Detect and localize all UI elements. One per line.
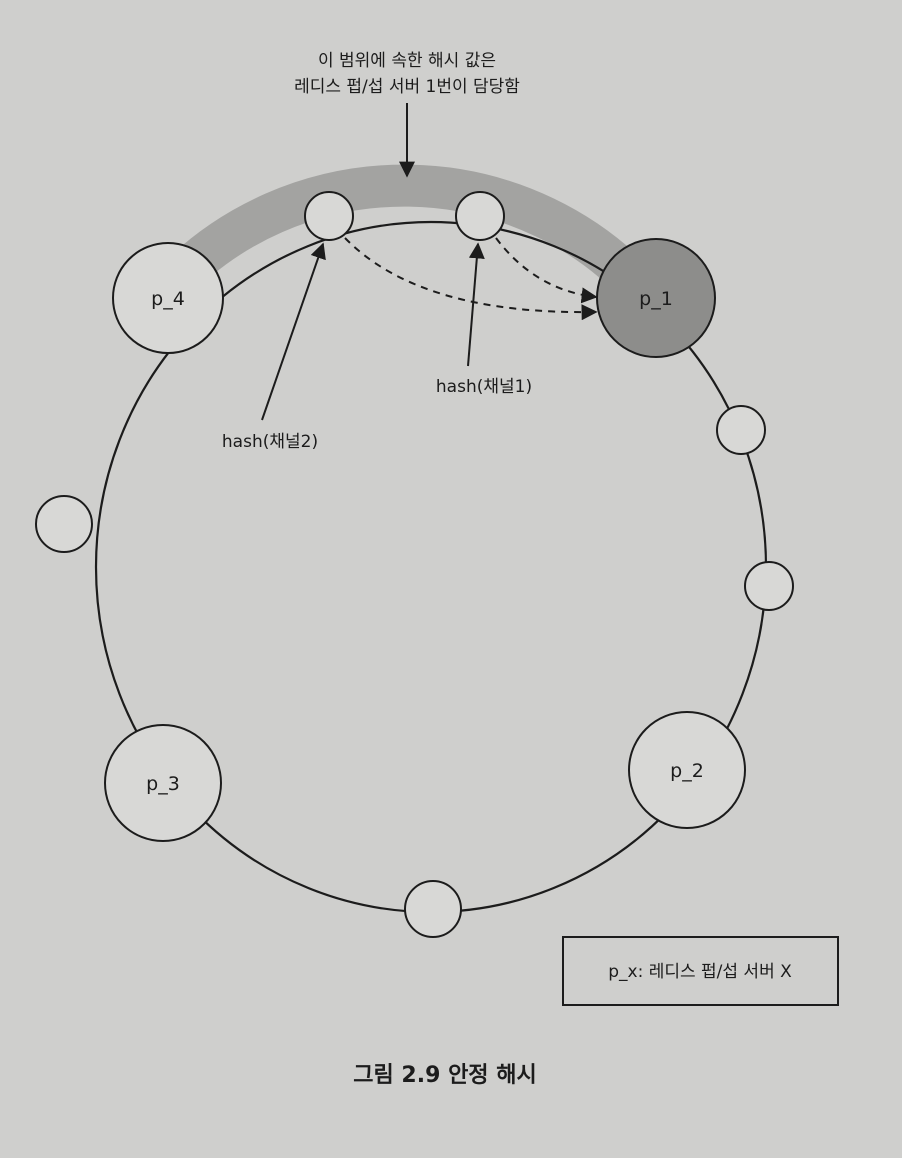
hash-point-right-lower (744, 561, 794, 611)
hash-point-bottom (404, 880, 462, 938)
mapping-arrow-channel1 (495, 237, 598, 304)
hash-range-band (155, 164, 661, 307)
server-node-p4: p_4 (112, 242, 224, 354)
hash-label-channel1: hash(채널1) (436, 377, 532, 397)
hash-pointer-channel2 (261, 242, 326, 421)
server-label-p4: p_4 (151, 288, 185, 310)
server-label-p1: p_1 (639, 288, 673, 310)
mapping-arrow-channel2 (344, 237, 598, 321)
server-label-p3: p_3 (146, 773, 180, 795)
range-callout-line1: 이 범위에 속한 해시 값은 (318, 51, 496, 71)
figure-caption: 그림 2.9 안정 해시 (353, 1063, 536, 1088)
server-node-p1: p_1 (596, 238, 716, 358)
legend: p_x: 레디스 펍/섭 서버 X (562, 936, 839, 1006)
server-node-p2: p_2 (628, 711, 746, 829)
hash-point-left (35, 495, 93, 553)
server-label-p2: p_2 (670, 760, 704, 782)
hash-point-top-left (304, 191, 354, 241)
hash-label-channel2: hash(채널2) (222, 432, 318, 452)
hash-point-top-right (455, 191, 505, 241)
server-node-p3: p_3 (104, 724, 222, 842)
range-callout-line2: 레디스 펍/섭 서버 1번이 담당함 (294, 77, 520, 97)
legend-text: p_x: 레디스 펍/섭 서버 X (608, 962, 792, 982)
hash-pointer-channel1 (467, 242, 485, 367)
hash-point-right-upper (716, 405, 766, 455)
